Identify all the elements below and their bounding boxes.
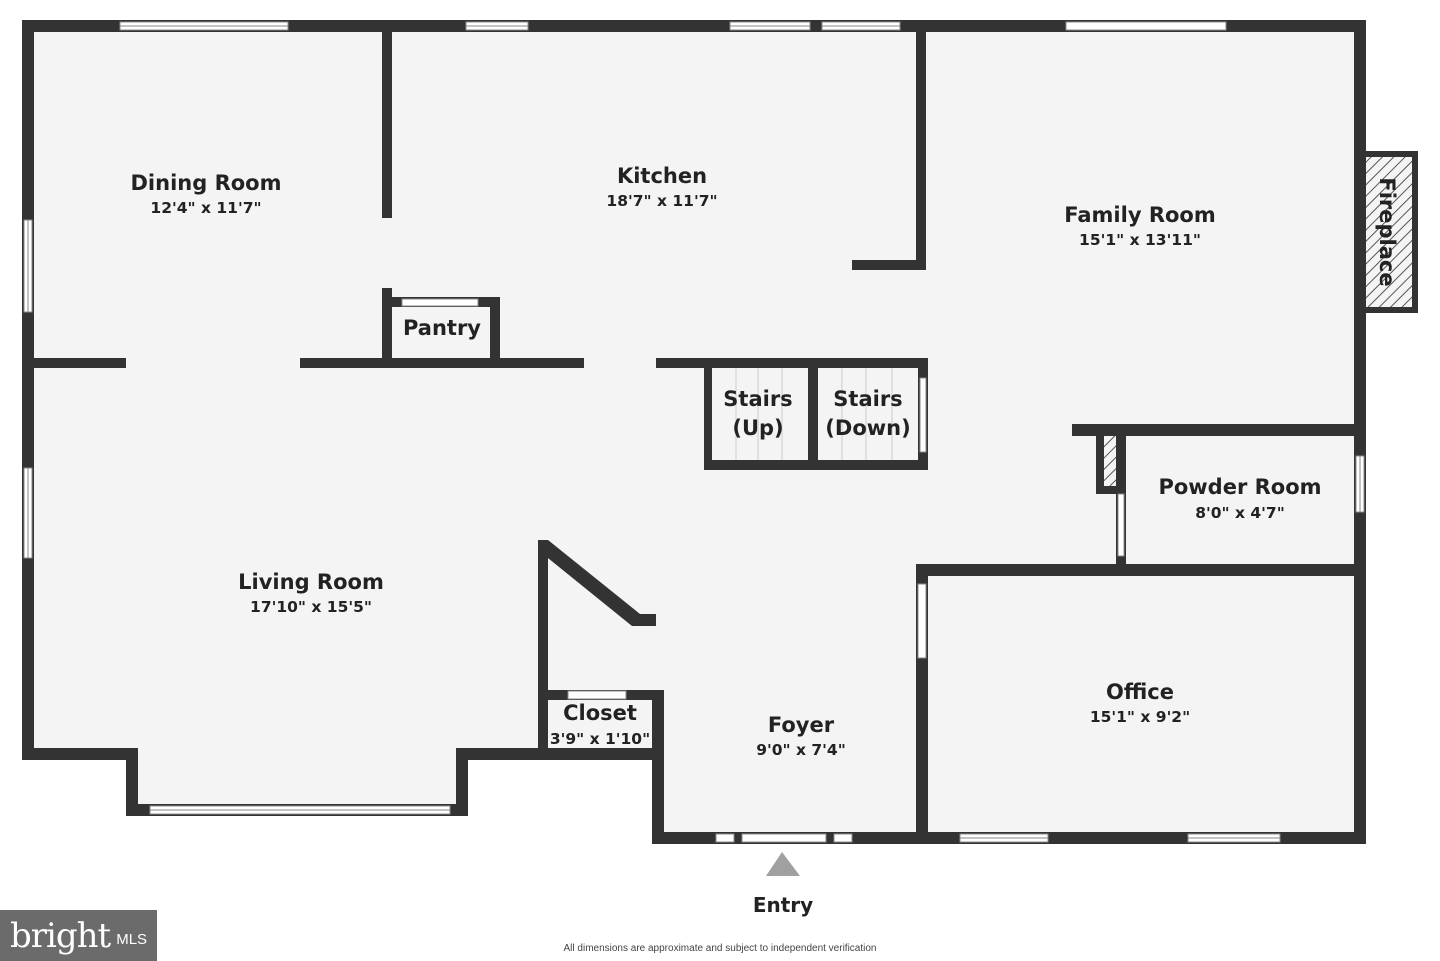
kitchen-dims: 18'7" x 11'7" xyxy=(606,192,717,210)
logo-mls-text: MLS xyxy=(116,931,148,948)
entry-arrow-icon xyxy=(766,852,800,876)
stairs-down-label-line1: Stairs xyxy=(833,387,902,411)
fireplace xyxy=(1362,151,1418,313)
office-dims: 15'1" x 9'2" xyxy=(1090,708,1190,726)
duct-shaft xyxy=(1104,436,1116,486)
closet-label: Closet xyxy=(563,701,637,725)
dining-room-label: Dining Room xyxy=(131,171,282,195)
living-room-dims: 17'10" x 15'5" xyxy=(250,598,372,616)
logo-brand-text: bright xyxy=(10,915,111,956)
stairs-up-label-line1: Stairs xyxy=(723,387,792,411)
stairs-down-label-line2: (Down) xyxy=(825,416,910,440)
windows xyxy=(23,21,1365,843)
floor-area xyxy=(26,26,1362,840)
powder-room-dims: 8'0" x 4'7" xyxy=(1195,504,1285,522)
fireplace-label: Fireplace xyxy=(1375,177,1399,286)
pantry-label: Pantry xyxy=(403,316,481,340)
foyer-dims: 9'0" x 7'4" xyxy=(756,741,846,759)
stairs-up-label-line2: (Up) xyxy=(732,416,783,440)
kitchen-label: Kitchen xyxy=(617,164,707,188)
family-room-dims: 15'1" x 13'11" xyxy=(1079,231,1201,249)
entry-label: Entry xyxy=(753,893,813,917)
living-room-label: Living Room xyxy=(238,570,384,594)
office-label: Office xyxy=(1106,680,1174,704)
disclaimer-text: All dimensions are approximate and subje… xyxy=(563,943,877,954)
powder-room-label: Powder Room xyxy=(1158,475,1321,499)
bright-mls-logo: bright MLS xyxy=(0,910,157,961)
dining-room-dims: 12'4" x 11'7" xyxy=(150,199,261,217)
closet-dims: 3'9" x 1'10" xyxy=(550,730,650,748)
foyer-label: Foyer xyxy=(768,713,835,737)
stairs-treads xyxy=(735,368,893,460)
family-room-label: Family Room xyxy=(1064,203,1215,227)
